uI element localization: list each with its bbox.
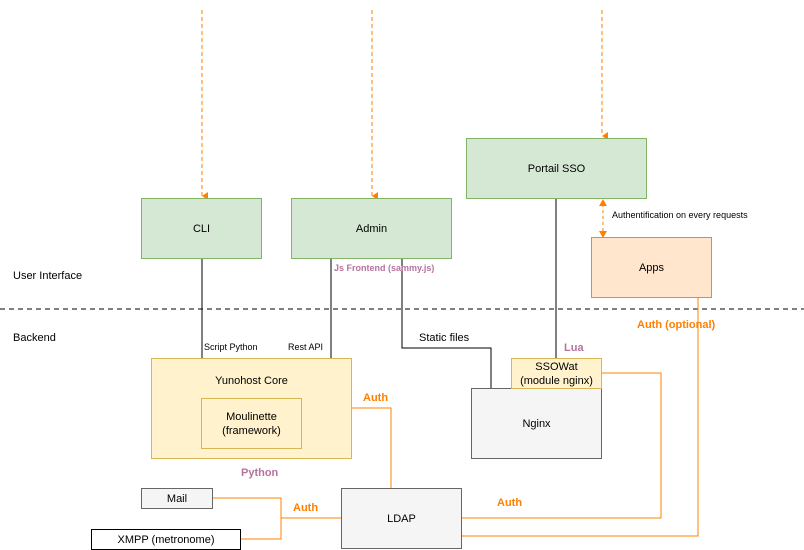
admin-nginx-link [401,259,492,388]
ssowat-ldap-link [461,372,662,519]
apps-ldap-link [461,297,699,537]
python-label: Python [241,467,279,479]
backend-section-label: Backend [13,332,56,344]
moulinette-label: Moulinette (framework) [222,410,281,437]
admin-label: Admin [355,222,388,235]
yunohost-core-label: Yunohost Core [215,375,288,387]
authentification-label: Authentification on every requests [612,210,748,220]
mail-label: Mail [166,492,188,505]
nginx-label: Nginx [522,417,551,430]
lua-label: Lua [564,342,584,354]
js-frontend-label: Js Frontend (sammy.js) [334,263,435,273]
ssowat-node: SSOWat (module nginx) [511,358,602,389]
xmpp-label: XMPP (metronome) [117,533,215,546]
sso-apps-arrowhead-down [599,231,607,238]
script-python-label: Script Python [204,342,258,352]
ldap-label: LDAP [387,512,416,525]
moulinette-node: Moulinette (framework) [201,398,302,449]
xmpp-ldap-link [241,518,282,540]
apps-node: Apps [591,237,712,298]
cli-node: CLI [141,198,262,259]
sso-apps-arrowhead-up [599,199,607,206]
nginx-node: Nginx [471,388,602,459]
xmpp-node: XMPP (metronome) [91,529,241,550]
ssowat-label: SSOWat (module nginx) [520,360,593,387]
auth-sso-label: Auth [497,497,523,509]
auth-optional-label: Auth (optional) [637,319,716,331]
cli-label: CLI [192,222,211,235]
auth-mail-label: Auth [293,502,319,514]
auth-core-label: Auth [363,392,389,404]
portail-sso-node: Portail SSO [466,138,647,199]
static-files-label: Static files [419,332,470,344]
portail-sso-label: Portail SSO [527,162,586,175]
admin-node: Admin [291,198,452,259]
mail-ldap-link [213,497,341,519]
apps-label: Apps [638,261,665,274]
rest-api-label: Rest API [288,342,324,352]
ldap-node: LDAP [341,488,462,549]
core-ldap-link [351,407,392,488]
user-interface-section-label: User Interface [13,270,83,282]
mail-node: Mail [141,488,213,509]
